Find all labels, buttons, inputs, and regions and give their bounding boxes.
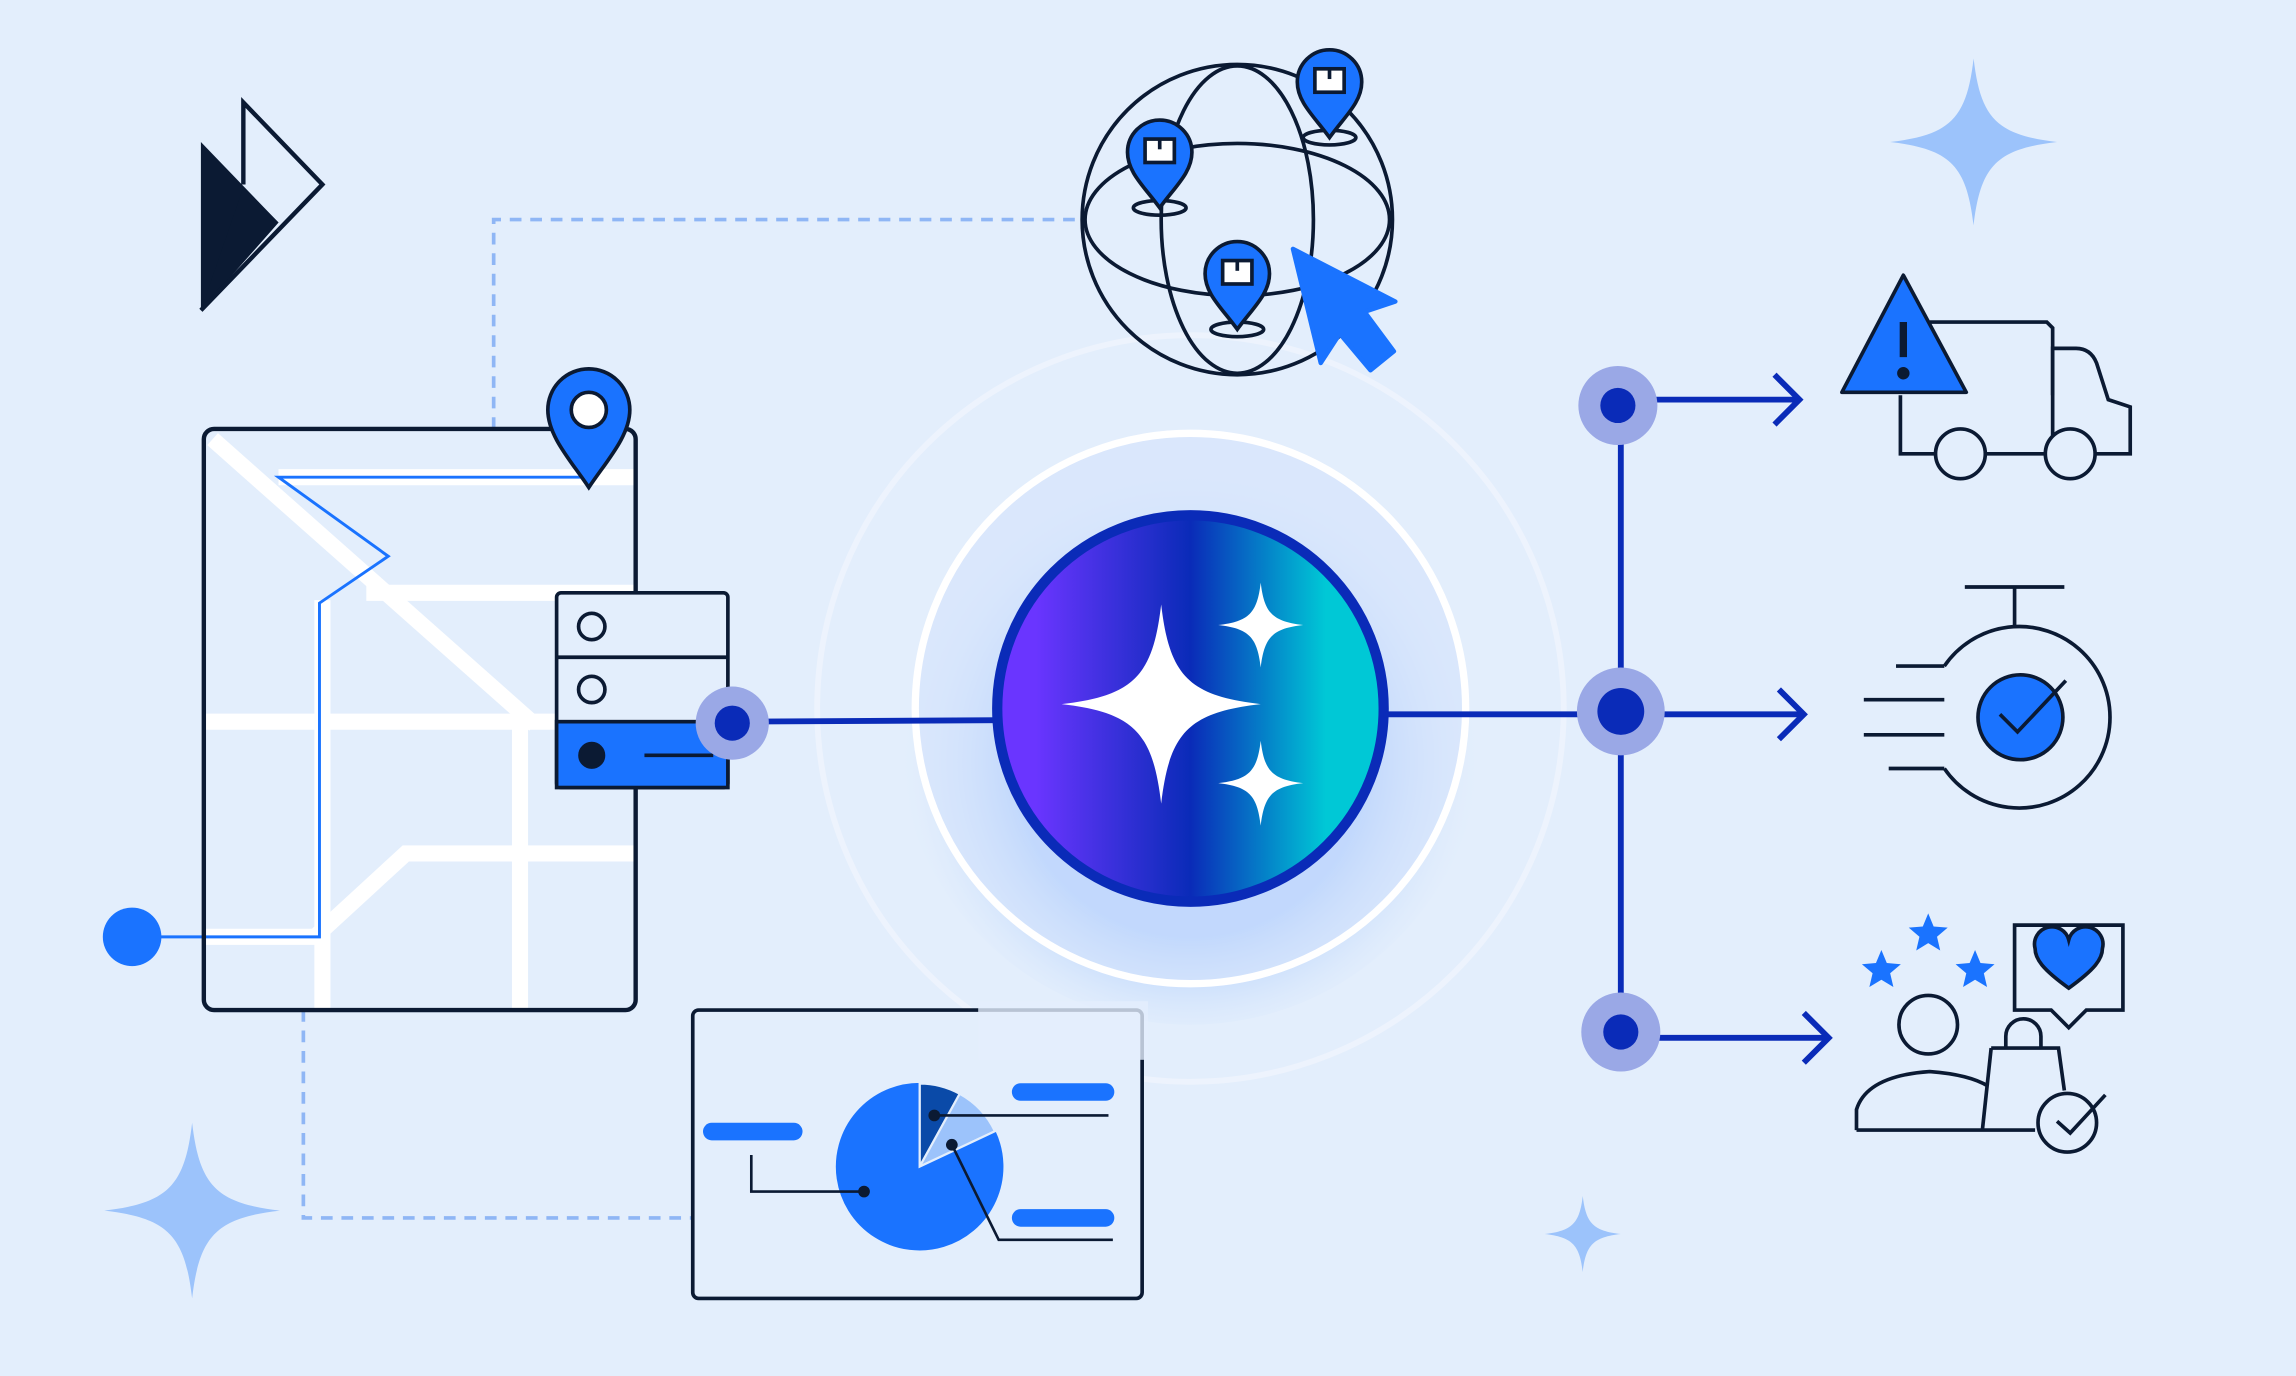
stopwatch-check-icon	[1863, 585, 2112, 810]
sparkle-icon	[104, 58, 2058, 1299]
logo-icon	[199, 97, 326, 312]
customer-satisfaction-icon	[1854, 913, 2125, 1154]
location-pin-icon	[545, 367, 632, 491]
map-icon	[102, 426, 638, 1013]
location-pin-icon	[1125, 47, 1364, 339]
dashed-connector	[301, 217, 1084, 1220]
pie-chart-icon	[690, 1001, 1148, 1301]
distribution-lines	[1383, 365, 1833, 1072]
pie-slice	[833, 1080, 1006, 1253]
warning-truck-icon	[1840, 273, 2133, 481]
server-icon	[554, 591, 730, 790]
cursor-icon	[1290, 246, 1398, 373]
package-pin	[1295, 47, 1364, 147]
package-pin	[1203, 239, 1272, 339]
star-icon	[1908, 913, 1948, 951]
star-icon	[1955, 950, 1995, 988]
star-icon	[1861, 950, 1901, 988]
package-pin	[1125, 118, 1194, 218]
ai-hub	[695, 332, 1567, 1085]
